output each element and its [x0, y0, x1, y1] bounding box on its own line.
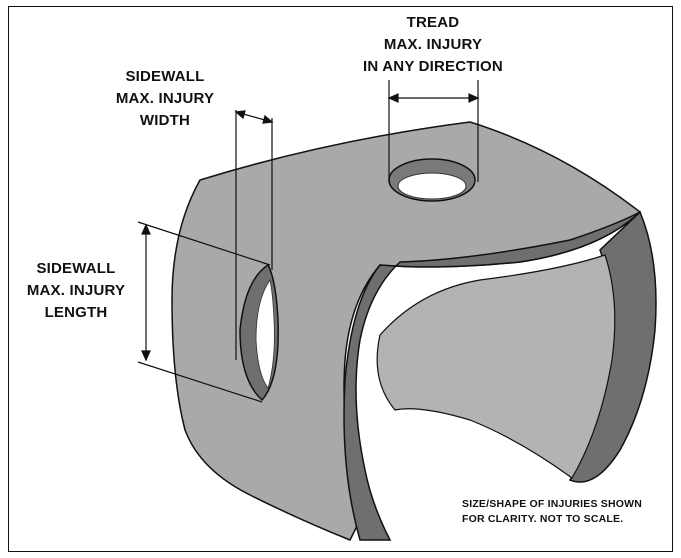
tread-injury-hole-inner — [398, 173, 466, 199]
tread-label: TREAD MAX. INJURY IN ANY DIRECTION — [338, 12, 528, 78]
sidewall-width-label: SIDEWALL MAX. INJURY WIDTH — [95, 66, 235, 132]
sidewall-length-label-line-3: LENGTH — [12, 302, 140, 324]
scale-note-line-1: SIZE/SHAPE OF INJURIES SHOWN — [462, 497, 672, 512]
sidewall-width-label-line-2: MAX. INJURY — [95, 88, 235, 110]
sidewall-length-label: SIDEWALL MAX. INJURY LENGTH — [12, 258, 140, 324]
sidewall-length-label-line-1: SIDEWALL — [12, 258, 140, 280]
tread-label-line-1: TREAD — [338, 12, 528, 34]
scale-note-line-2: FOR CLARITY. NOT TO SCALE. — [462, 512, 672, 527]
tread-label-line-2: MAX. INJURY — [338, 34, 528, 56]
sidewall-width-label-line-1: SIDEWALL — [95, 66, 235, 88]
scale-note: SIZE/SHAPE OF INJURIES SHOWN FOR CLARITY… — [462, 497, 672, 527]
tire-inner-cavity — [377, 255, 615, 478]
tread-label-line-3: IN ANY DIRECTION — [338, 56, 528, 78]
sidewall-length-label-line-2: MAX. INJURY — [12, 280, 140, 302]
sidewall-width-label-line-3: WIDTH — [95, 110, 235, 132]
